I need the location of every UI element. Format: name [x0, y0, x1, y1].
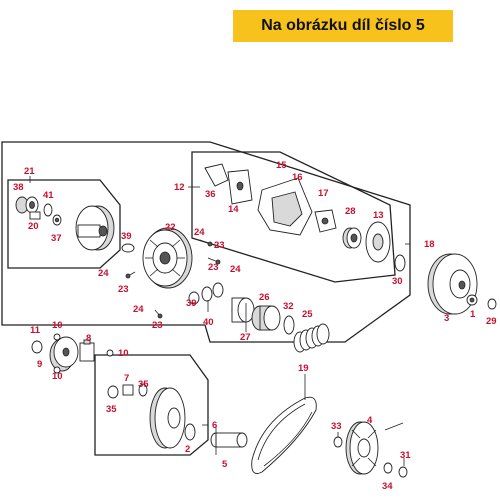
label-6: 6: [212, 420, 217, 431]
subgroup-outline-6: [94, 354, 209, 456]
part-10-bolts: [53, 333, 114, 374]
label-2: 2: [185, 444, 190, 455]
part-36-14-seal: [204, 163, 253, 205]
assembly-outline-18: [1, 141, 411, 343]
part-32-ring: [283, 315, 295, 335]
banner-text: Na obrázku díl číslo 5: [261, 17, 425, 34]
part-33-washer: [333, 436, 343, 448]
part-31-nut: [398, 466, 408, 478]
part-27-sleeve: [231, 297, 255, 323]
label-23c: 23: [118, 284, 129, 295]
label-35a: 35: [138, 379, 149, 390]
part-26-collar: [251, 305, 281, 331]
label-41: 41: [43, 190, 54, 201]
label-20: 20: [28, 221, 39, 232]
label-36: 36: [205, 189, 216, 200]
part-20-collar: [29, 211, 41, 220]
label-1: 1: [470, 309, 476, 320]
label-24d: 24: [133, 304, 144, 315]
part-11-ring: [31, 340, 43, 354]
label-13: 13: [373, 210, 384, 221]
label-23d: 23: [152, 320, 163, 331]
part-3-clutch-bell: [427, 253, 478, 315]
label-18: 18: [424, 239, 435, 250]
part-17-spider: [314, 209, 337, 233]
part-2-ring: [184, 423, 196, 441]
label-3: 3: [444, 313, 449, 324]
label-24b: 24: [230, 264, 241, 275]
label-23b: 23: [208, 262, 219, 273]
label-33: 33: [331, 421, 342, 432]
part-40-rings: [188, 282, 224, 305]
label-5: 5: [222, 459, 228, 470]
label-31: 31: [400, 450, 411, 461]
label-10b: 10: [118, 348, 129, 359]
part-39-oring: [121, 243, 135, 253]
label-15: 15: [276, 160, 287, 171]
label-16: 16: [292, 172, 303, 183]
label-37: 37: [51, 233, 62, 244]
label-25: 25: [302, 309, 313, 320]
part-34-nut: [383, 462, 393, 474]
part-labels: 1 2 3 4 5 6 7 8 9 10 10 10 11 12 13 14 1…: [13, 160, 497, 492]
part-21-driven-pulley: [75, 205, 115, 251]
label-10a: 10: [52, 320, 63, 331]
label-24c: 24: [98, 268, 109, 279]
label-40: 40: [203, 317, 214, 328]
label-19: 19: [298, 363, 309, 374]
label-29: 29: [486, 316, 497, 327]
label-22: 22: [165, 222, 176, 233]
part-19-drive-belt: [251, 396, 317, 474]
part-15-16-clutch-plate: [257, 177, 313, 236]
part-25-spring: [293, 323, 330, 353]
part-23-24-pins: [125, 239, 221, 319]
label-23a: 23: [214, 240, 225, 251]
label-27: 27: [240, 332, 251, 343]
part-28-bearing: [342, 227, 362, 249]
label-38: 38: [13, 182, 24, 193]
label-12: 12: [174, 182, 185, 193]
subgroup-outline-21: [7, 179, 121, 269]
part-30-ring: [394, 254, 406, 272]
label-24a: 24: [194, 227, 205, 238]
label-39b: 39: [186, 298, 197, 309]
label-4: 4: [367, 415, 373, 426]
label-28: 28: [345, 206, 356, 217]
part-number-banner: Na obrázku díl číslo 5: [233, 10, 453, 42]
part-37-nut: [52, 214, 62, 226]
label-8: 8: [86, 333, 91, 344]
leader-lines: [29, 176, 410, 466]
label-32: 32: [283, 301, 294, 312]
part-22-clutch-fan: [142, 227, 193, 289]
part-1-nut: [466, 294, 478, 306]
label-10c: 10: [52, 371, 63, 382]
label-30: 30: [392, 276, 403, 287]
part-41-clip: [43, 203, 53, 217]
part-9-starter-assembly: [49, 336, 79, 372]
label-26: 26: [259, 292, 270, 303]
label-7: 7: [124, 373, 129, 384]
part-13-plate: [365, 221, 391, 263]
label-14: 14: [228, 204, 239, 215]
subgroup-outline-12: [191, 151, 396, 283]
label-21: 21: [24, 166, 35, 177]
part-6-variator: [149, 387, 186, 449]
label-35b: 35: [106, 404, 117, 415]
label-39a: 39: [121, 231, 132, 242]
part-35-7-rollers: [107, 383, 148, 399]
label-11: 11: [30, 325, 41, 336]
part-29-washer: [487, 298, 497, 310]
part-38-bearing: [15, 196, 39, 214]
label-17: 17: [318, 188, 329, 199]
part-8-gear: [79, 339, 95, 362]
part-4-drive-face: [345, 421, 379, 475]
label-9: 9: [37, 359, 42, 370]
label-34: 34: [382, 481, 393, 492]
